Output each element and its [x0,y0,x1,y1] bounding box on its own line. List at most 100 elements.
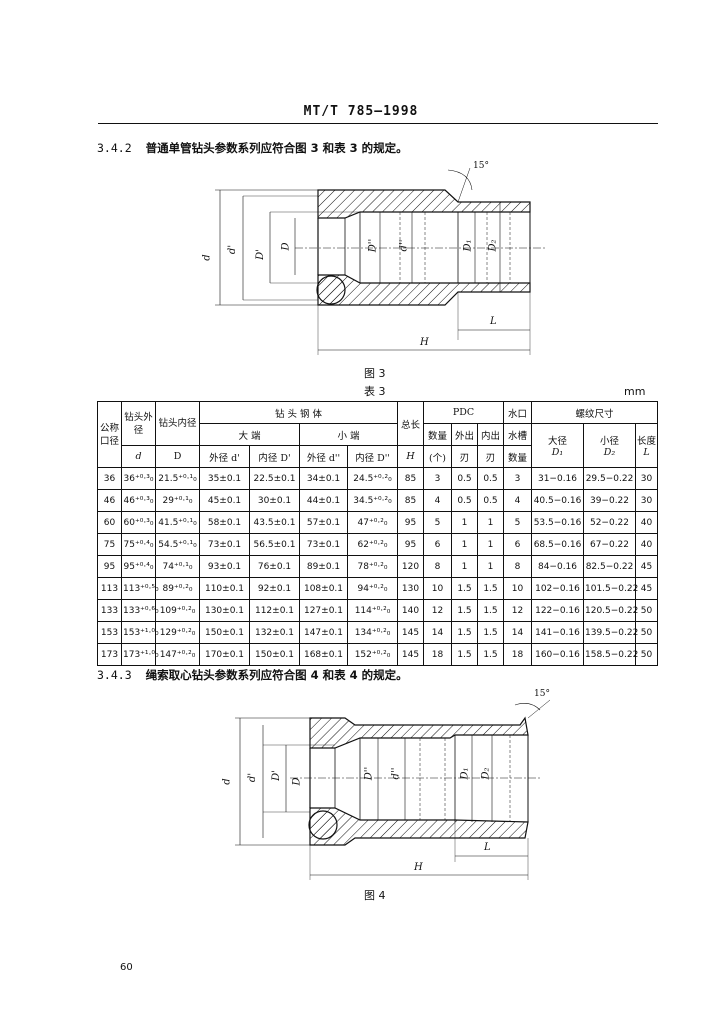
cell-small-inner: 34.5⁺⁰·²₀ [347,489,398,512]
fig3-D1-label: D₁ [462,239,474,252]
cell-small-outer: 34±0.1 [299,467,348,490]
cell-big-inner: 150±0.1 [249,643,300,666]
cell-big-outer: 73±0.1 [199,533,250,556]
cell-pdc-in: 1.5 [477,577,504,600]
fig4-L-label: L [484,842,491,853]
cell-tlen: 45 [635,577,658,600]
fig4-angle-label: 15° [534,689,550,699]
cell-inner: 129⁺⁰·²₀ [155,621,200,644]
col-pdc-in: 内出 [477,423,504,446]
fig3-Dpp-label: D'' [367,238,379,253]
fig4-D2-label: D₂ [480,767,492,780]
cell-small-inner: 24.5⁺⁰·²₀ [347,467,398,490]
cell-pdc-count: 12 [423,599,452,622]
col-small-inner: 内径 D'' [347,445,398,468]
col-big-end: 大 端 [199,423,300,446]
minor-sym: D₂ [603,447,616,458]
col-water3: 数量 [503,445,532,468]
cell-pdc-out: 1.5 [451,621,478,644]
cell-minor: 82.5−0.22 [583,555,636,578]
cell-small-inner: 94⁺⁰·²₀ [347,577,398,600]
col-pdc-edge-in: 刃 [477,445,504,468]
cell-minor: 139.5−0.22 [583,621,638,644]
col-big-inner: 内径 D' [249,445,300,468]
fig3-dprime-label: d' [227,244,239,255]
cell-pdc-count: 5 [423,511,452,534]
cell-pdc-out: 0.5 [451,467,478,490]
cell-small-outer: 89±0.1 [299,555,348,578]
cell-pdc-count: 10 [423,577,452,600]
cell-outer: 95⁺⁰·⁴₀ [121,555,156,578]
cell-pdc-in: 1.5 [477,643,504,666]
cell-outer: 173⁺¹·⁰₀ [121,643,159,666]
cell-small-outer: 57±0.1 [299,511,348,534]
cell-outer: 75⁺⁰·⁴₀ [121,533,156,556]
cell-big-inner: 76±0.1 [249,555,300,578]
page-header-code: MT/T 785—1998 [303,104,419,119]
fig4-d-label: d [221,778,233,785]
col-inner: 钻头内径 [155,401,200,446]
cell-big-outer: 130±0.1 [199,599,250,622]
fig3-angle-label: 15° [473,161,489,171]
col-length: 总长 [397,401,424,446]
cell-outer: 113⁺⁰·⁵₀ [121,577,159,600]
fig3-H-label: H [420,337,429,348]
cell-small-outer: 108±0.1 [299,577,348,600]
cell-small-inner: 134⁺⁰·²₀ [347,621,398,644]
cell-minor: 120.5−0.22 [583,599,638,622]
cell-length: 85 [397,467,424,490]
cell-pdc-count: 6 [423,533,452,556]
cell-pdc-out: 1 [451,511,478,534]
cell-big-inner: 22.5±0.1 [249,467,300,490]
fig3-dpp-label: d'' [398,239,410,252]
cell-water-count: 12 [503,599,532,622]
col-length-sym: H [397,445,424,468]
cell-big-inner: 43.5±0.1 [249,511,300,534]
cell-major: 53.5−0.16 [531,511,584,534]
cell-pdc-count: 4 [423,489,452,512]
cell-pdc-count: 14 [423,621,452,644]
cell-outer: 60⁺⁰·³₀ [121,511,156,534]
cell-major: 141−0.16 [531,621,584,644]
cell-water-count: 5 [503,511,532,534]
col-big-outer: 外径 d' [199,445,250,468]
cell-water-count: 4 [503,489,532,512]
cell-inner: 89⁺⁰·²₀ [155,577,200,600]
major-label: 大径 [547,436,567,447]
cell-pdc-in: 1 [477,511,504,534]
col-water: 水口 [503,401,532,424]
cell-inner: 41.5⁺⁰·¹₀ [155,511,200,534]
cell-small-inner: 47⁺⁰·²₀ [347,511,398,534]
cell-small-outer: 44±0.1 [299,489,348,512]
cell-nominal: 95 [97,555,122,578]
cell-tlen: 50 [635,599,658,622]
cell-big-outer: 170±0.1 [199,643,250,666]
cell-pdc-count: 8 [423,555,452,578]
figure-4-caption: 图 4 [364,889,386,902]
cell-outer: 36⁺⁰·³₀ [121,467,156,490]
cell-major: 84−0.16 [531,555,584,578]
cell-pdc-in: 1 [477,555,504,578]
cell-tlen: 40 [635,511,658,534]
cell-tlen: 50 [635,621,658,644]
minor-label: 小径 [599,436,619,447]
cell-inner: 109⁺⁰·²₀ [155,599,200,622]
figure-3-caption: 图 3 [364,367,386,380]
cell-small-outer: 73±0.1 [299,533,348,556]
col-inner-sym: D [155,445,200,468]
cell-nominal: 153 [97,621,122,644]
cell-tlen: 30 [635,489,658,512]
cell-minor: 52−0.22 [583,511,636,534]
cell-big-outer: 93±0.1 [199,555,250,578]
figure-4-drawing [235,699,551,880]
cell-major: 31−0.16 [531,467,584,490]
cell-pdc-count: 3 [423,467,452,490]
cell-nominal: 113 [97,577,122,600]
